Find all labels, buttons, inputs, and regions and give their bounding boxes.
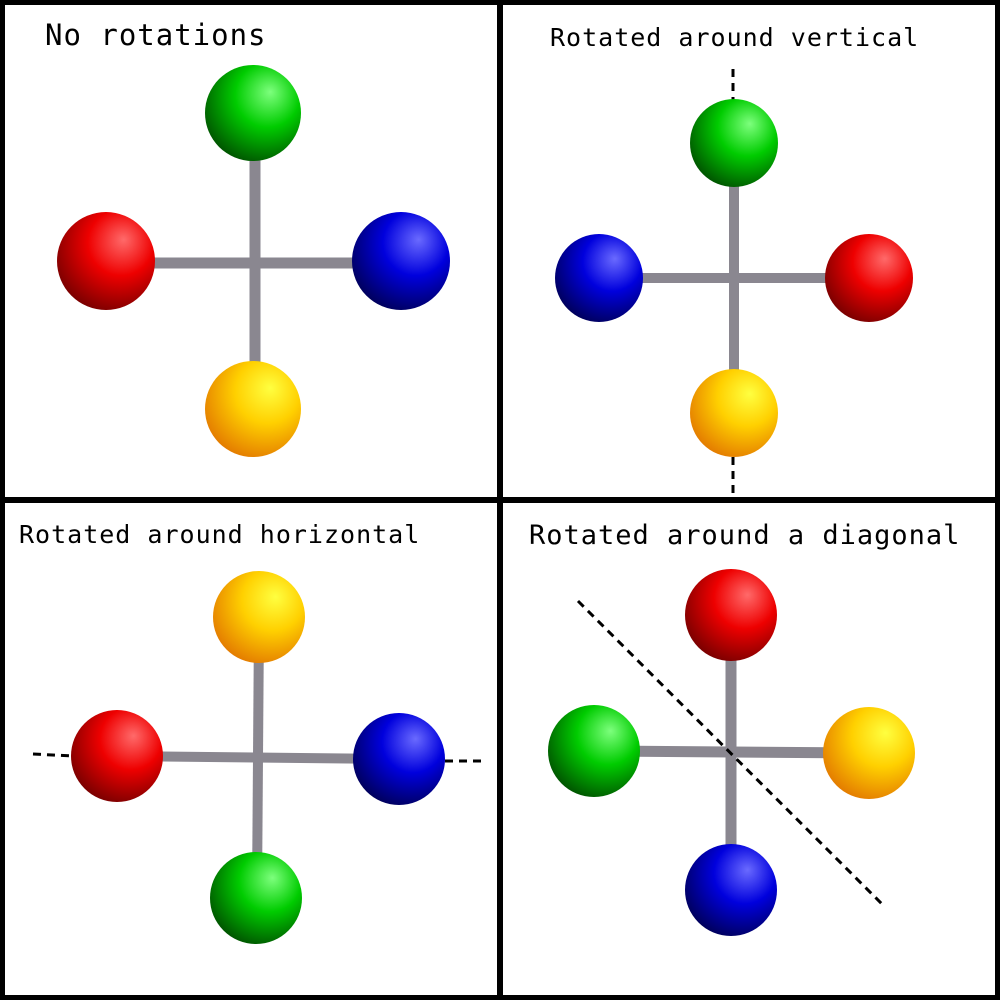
- panel-title: No rotations: [45, 18, 267, 52]
- molecule-scene: [555, 69, 913, 493]
- ball-bottom: [690, 369, 778, 457]
- panel-rotated-horizontal: Rotated around horizontal: [5, 503, 497, 995]
- molecule-scene: [548, 569, 915, 936]
- panel-rotated-vertical: Rotated around vertical: [503, 5, 995, 497]
- rotation-axis-line: [32, 752, 74, 758]
- ball-bottom: [205, 361, 301, 457]
- panel-title: Rotated around vertical: [550, 23, 920, 52]
- ball-top: [685, 569, 777, 661]
- rods: [116, 620, 400, 894]
- ball-bottom: [685, 844, 777, 936]
- rod-horizontal: [116, 751, 400, 764]
- ball-left: [555, 234, 643, 322]
- panel-title: Rotated around horizontal: [19, 520, 421, 549]
- panel-rotated-diagonal: Rotated around a diagonal: [503, 503, 995, 995]
- ball-bottom: [210, 852, 302, 944]
- ball-top: [205, 65, 301, 161]
- molecule-scene: [57, 65, 450, 457]
- molecule-scene: [32, 571, 485, 944]
- ball-left: [57, 212, 155, 310]
- ball-left: [548, 705, 640, 797]
- ball-right: [823, 707, 915, 799]
- rotation-axis-line: [576, 599, 885, 907]
- rods: [599, 145, 867, 413]
- ball-right: [352, 212, 450, 310]
- ball-right: [825, 234, 913, 322]
- ball-left: [71, 710, 163, 802]
- ball-top: [213, 571, 305, 663]
- ball-right: [353, 713, 445, 805]
- panel-no-rotations: No rotations: [5, 5, 497, 497]
- panel-title: Rotated around a diagonal: [529, 520, 961, 551]
- ball-top: [690, 99, 778, 187]
